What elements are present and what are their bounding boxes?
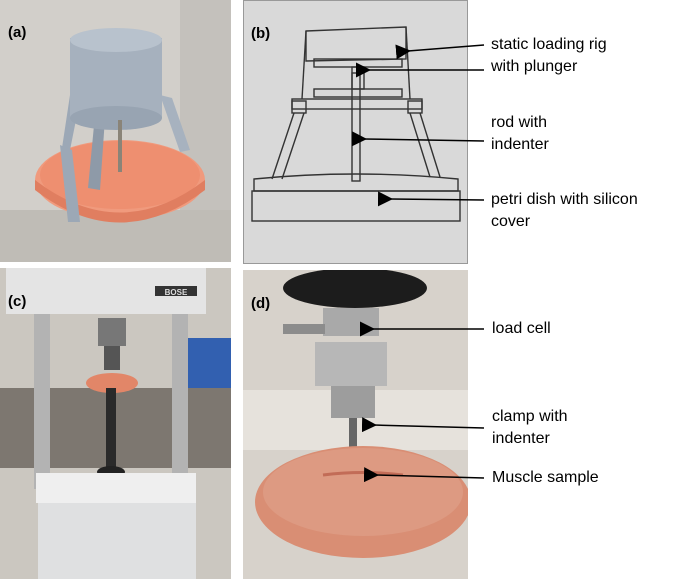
- panel-d-illustration: [243, 270, 468, 579]
- machine-logo: BOSE: [165, 288, 188, 297]
- callout-line: indenter: [492, 430, 550, 447]
- panel-c-illustration: BOSE: [0, 268, 231, 579]
- callout-rod-with-indenter: rod with indenter: [491, 112, 549, 156]
- panel-d-photo: (d): [243, 270, 468, 579]
- panel-a-photo: (a): [0, 0, 231, 262]
- panel-b-label: (b): [251, 25, 271, 42]
- callout-line: load cell: [492, 320, 551, 337]
- callout-line: static loading rig: [491, 36, 607, 53]
- callout-line: indenter: [491, 136, 549, 153]
- callout-muscle-sample: Muscle sample: [492, 467, 599, 489]
- callout-line: petri dish with silicon: [491, 191, 638, 208]
- callout-line: rod with: [491, 114, 548, 131]
- callout-static-loading-rig: static loading rig with plunger: [491, 34, 607, 78]
- callout-line: with plunger: [491, 58, 578, 75]
- panel-a-label: (a): [8, 24, 27, 41]
- callout-line: cover: [491, 213, 531, 230]
- callout-line: Muscle sample: [492, 469, 599, 486]
- panel-c-label: (c): [8, 293, 27, 310]
- callout-clamp-with-indenter: clamp with indenter: [492, 406, 568, 450]
- callout-petri-dish: petri dish with silicon cover: [491, 189, 638, 233]
- panel-a-illustration: [0, 0, 231, 262]
- panel-c-photo: BOSE (c): [0, 268, 231, 579]
- panel-d-label: (d): [251, 295, 271, 312]
- callout-load-cell: load cell: [492, 318, 551, 340]
- callout-line: clamp with: [492, 408, 568, 425]
